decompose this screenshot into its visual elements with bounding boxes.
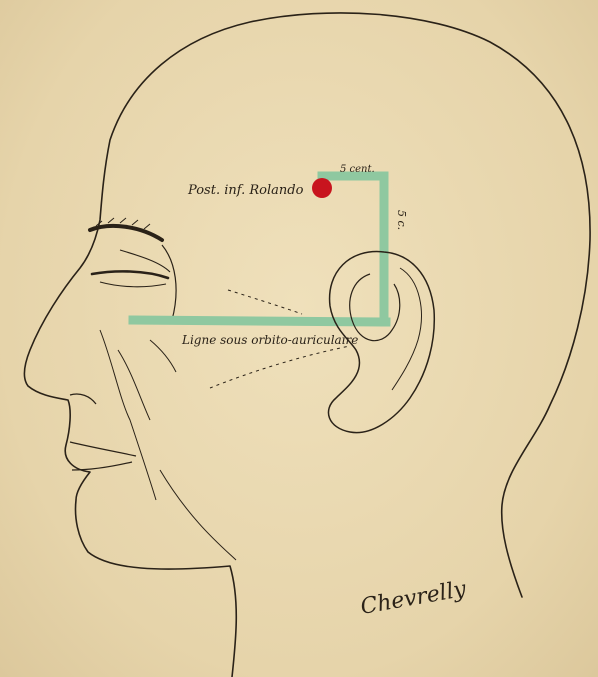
mouth-line <box>70 442 136 470</box>
vertical-scale-label: 5 c. <box>395 210 408 230</box>
orbito-auricular-line <box>133 320 386 322</box>
jaw-line <box>160 470 236 560</box>
rolando-point <box>312 178 332 198</box>
rolando-point-label: Post. inf. Rolando <box>187 183 304 198</box>
eye-lid <box>100 250 170 287</box>
eyebrow <box>90 226 162 240</box>
orbito-auricular-line-label: Ligne sous orbito-auriculaire <box>181 333 358 347</box>
ear-inner-fold <box>350 274 400 341</box>
orbit-curve <box>162 245 176 320</box>
eye-closed <box>92 271 168 278</box>
artist-signature: Chevrelly <box>359 577 469 620</box>
distance-label: 5 cent. <box>340 164 375 175</box>
vertical-guide <box>322 176 384 322</box>
nostril-line <box>70 394 96 404</box>
ear-helix <box>392 268 421 390</box>
cheek-wrinkles <box>100 330 176 500</box>
